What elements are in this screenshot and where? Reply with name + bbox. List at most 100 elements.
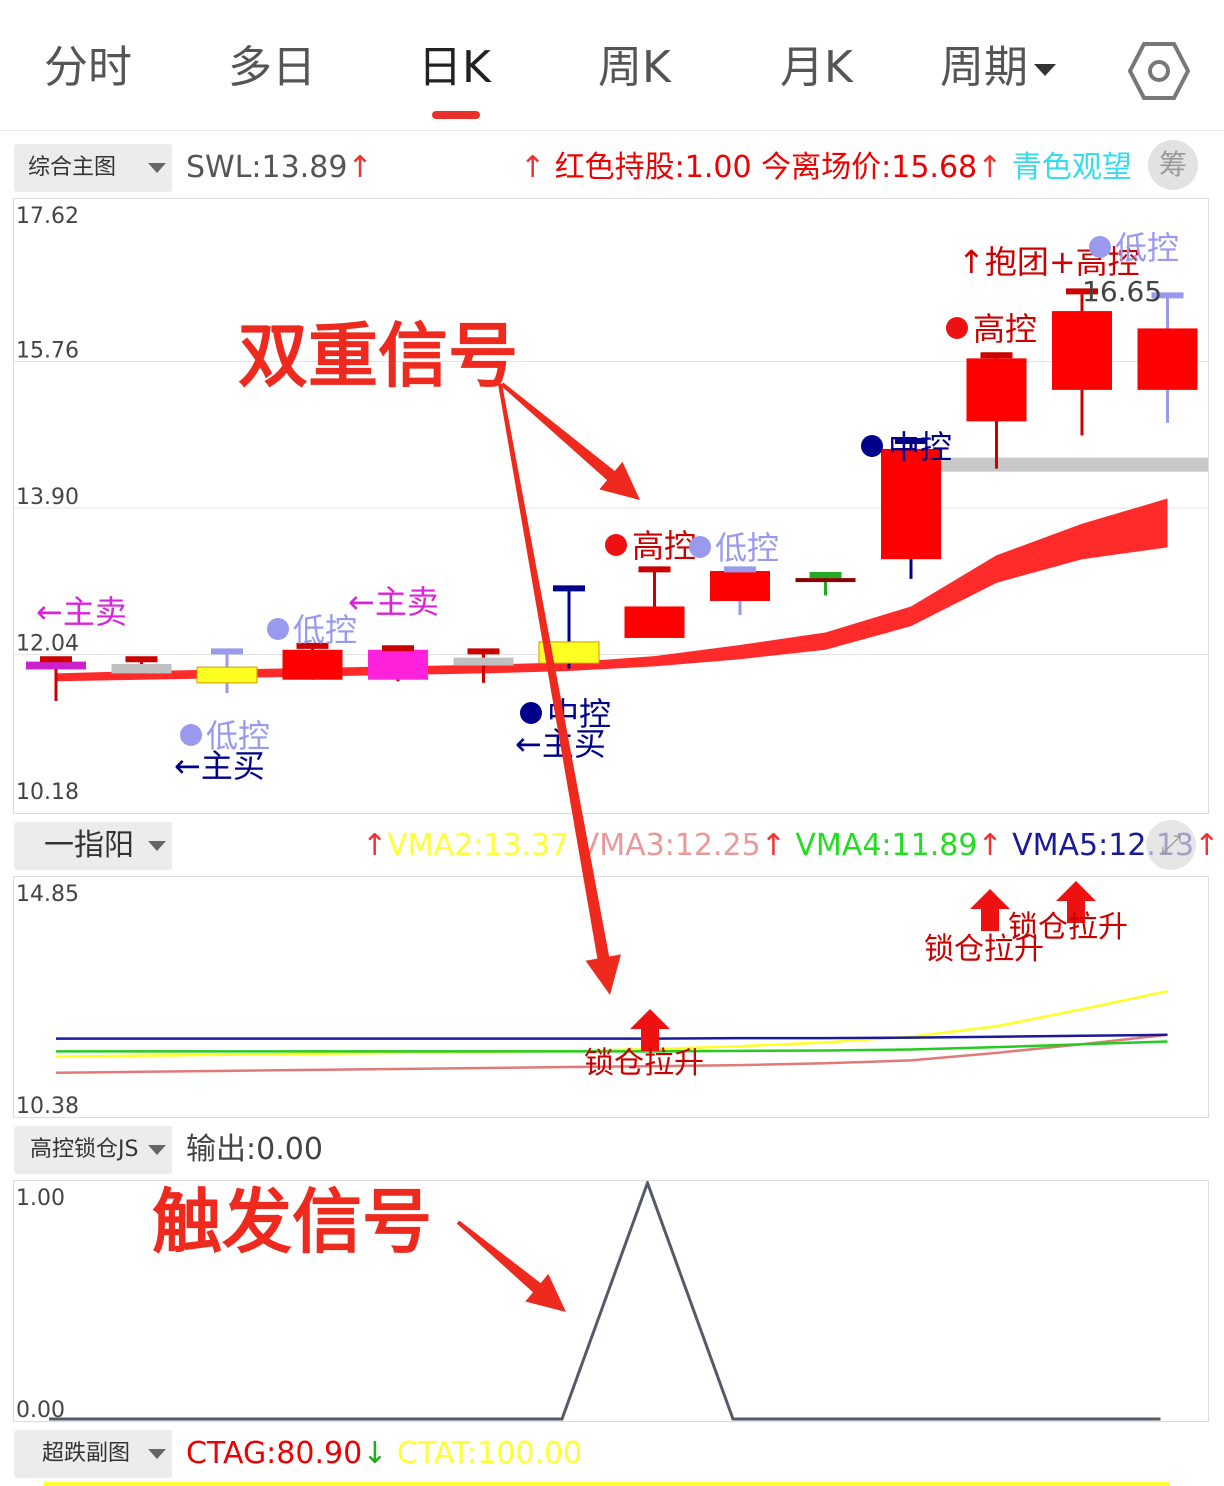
tab-monthly-k[interactable]: 月K <box>780 42 853 93</box>
low-ctrl-label: 低控 <box>1115 229 1179 267</box>
vma3-value: VMA3:12.25 <box>578 828 761 863</box>
low-ctrl-dot <box>267 618 289 640</box>
y-axis-label: 1.00 <box>16 1186 65 1211</box>
candle-body <box>26 661 86 670</box>
sub3-toolbar: 超跌副图 CTAG:80.90↓ CTAT:100.00 <box>0 1422 1224 1482</box>
mid-ctrl-dot <box>520 702 542 724</box>
caret-down-icon <box>148 1145 166 1155</box>
exit-price-value: 今离场价:15.68 <box>761 150 978 185</box>
candlestick-chart[interactable]: 17.6215.7613.9012.0410.1816.65低控低控←主卖←主卖… <box>14 199 1208 813</box>
arrow-down-icon: ↓ <box>362 1436 388 1471</box>
arrow-up-icon: ↑ <box>347 150 373 185</box>
low-ctrl-dot <box>180 724 202 746</box>
high-ctrl-dot <box>605 534 627 556</box>
ctag-value: CTAG:80.90 <box>186 1436 363 1471</box>
candle-body <box>881 448 941 560</box>
indicator-readout: SWL:13.89↑ <box>186 144 373 192</box>
group-high-label: ↑抱团+高控 <box>958 243 1140 281</box>
low-ctrl-label: 低控 <box>715 529 779 567</box>
vma4-value: VMA4:11.89 <box>795 828 978 863</box>
mid-ctrl-dot <box>861 435 883 457</box>
candle-body <box>795 578 856 583</box>
lock-up-arrow-icon <box>1056 881 1096 923</box>
arrow-up-icon: ↑ <box>1194 828 1220 863</box>
main-indicator-name: 综合主图 <box>28 155 117 180</box>
main-chart-toolbar: 综合主图 SWL:13.89↑ ↑ 红色持股:1.00 今离场价:15.68↑ … <box>0 136 1224 196</box>
tab-multi-day[interactable]: 多日 <box>228 42 316 93</box>
support-line <box>904 457 1208 472</box>
candle-body <box>538 641 600 664</box>
sub1-indicator-selector[interactable]: 一指阳 <box>14 822 172 870</box>
tab-daily-k[interactable]: 日K <box>418 42 491 93</box>
arrow-up-icon: ↑ <box>362 828 388 863</box>
lock-up-arrow-icon <box>970 889 1010 931</box>
sub2-indicator-selector[interactable]: 高控锁仓JS <box>14 1126 172 1174</box>
watch-label: 青色观望 <box>1011 150 1132 185</box>
candle-body <box>282 649 343 680</box>
candle-body <box>453 657 514 666</box>
hexagon-settings-icon[interactable] <box>1128 40 1190 102</box>
main-sell-label: ←主卖 <box>348 583 439 621</box>
double-signal-annotation: 双重信号 <box>238 315 518 397</box>
output-readout: 输出:0.00 <box>186 1132 323 1167</box>
trigger-signal-annotation: 触发信号 <box>152 1181 432 1263</box>
candle-body <box>624 606 685 638</box>
tab-weekly-k[interactable]: 周K <box>598 42 671 93</box>
sub2-toolbar: 高控锁仓JS 输出:0.00 <box>0 1118 1224 1178</box>
low-ctrl-dot <box>1089 236 1111 258</box>
caret-down-icon <box>1034 64 1056 76</box>
tab-intraday[interactable]: 分时 <box>44 42 132 93</box>
sub2-chart-panel[interactable]: 1.00 0.00 <box>13 1180 1209 1422</box>
arrow-up-icon: ↑ <box>520 150 546 185</box>
candle-body <box>368 649 428 680</box>
high-ctrl-dot <box>946 317 968 339</box>
vma5-line <box>56 1033 1168 1040</box>
candle-body <box>1052 311 1112 390</box>
sub3-indicator-selector[interactable]: 超跌副图 <box>14 1430 172 1478</box>
ctat-value: CTAT:100.00 <box>396 1436 583 1471</box>
vma-readout: ↑VMA2:13.37 VMA3:12.25↑ VMA4:11.89↑ VMA5… <box>362 822 1219 870</box>
main-buy-label: ←主买 <box>174 747 265 785</box>
swl-value: SWL:13.89 <box>186 150 348 185</box>
main-indicator-selector[interactable]: 综合主图 <box>14 144 172 192</box>
tab-period-label: 周期 <box>940 42 1028 93</box>
candle-body <box>196 666 258 684</box>
trigger-chart[interactable]: 1.00 0.00 <box>14 1181 1208 1421</box>
candle-body <box>111 663 172 674</box>
caret-down-icon <box>148 841 166 851</box>
candle-body <box>1137 328 1198 390</box>
low-ctrl-label: 低控 <box>293 611 357 649</box>
chip-distribution-icon[interactable]: 筹 <box>1148 140 1198 190</box>
y-axis-label: 13.90 <box>16 485 79 510</box>
vma2-value: VMA2:13.37 <box>387 828 570 863</box>
vma4-line <box>56 1040 1168 1053</box>
y-axis-label: 0.00 <box>16 1398 65 1421</box>
vma2-line <box>55 989 1168 1058</box>
lock-up-arrow-icon <box>630 1009 670 1051</box>
candle-body <box>710 571 770 601</box>
caret-down-icon <box>148 163 166 173</box>
expand-icon[interactable]: ⤢ <box>1146 820 1196 870</box>
main-sell-label: ←主卖 <box>36 593 127 631</box>
high-ctrl-label: 高控 <box>973 310 1037 348</box>
sub3-indicator-name: 超跌副图 <box>42 1441 131 1466</box>
arrow-up-icon: ↑ <box>977 828 1003 863</box>
high-ctrl-label: 高控 <box>632 527 696 565</box>
y-axis-label: 10.38 <box>16 1094 79 1117</box>
lock-up-label: 锁仓拉升 <box>1008 910 1128 945</box>
low-ctrl-label: 低控 <box>206 717 270 755</box>
arrow-up-icon: ↑ <box>977 150 1003 185</box>
low-ctrl-dot <box>689 536 711 558</box>
ctat-line <box>44 1482 1170 1486</box>
sub1-toolbar: 一指阳 ↑VMA2:13.37 VMA3:12.25↑ VMA4:11.89↑ … <box>0 814 1224 874</box>
tab-period[interactable]: 周期 <box>940 38 1056 98</box>
main-buy-label: ←主买 <box>515 725 606 763</box>
lock-up-label: 锁仓拉升 <box>584 1046 704 1081</box>
y-axis-label: 15.76 <box>16 339 79 364</box>
active-tab-indicator <box>432 111 480 119</box>
sub2-indicator-name: 高控锁仓JS <box>30 1137 139 1162</box>
arrow-up-icon: ↑ <box>760 828 786 863</box>
